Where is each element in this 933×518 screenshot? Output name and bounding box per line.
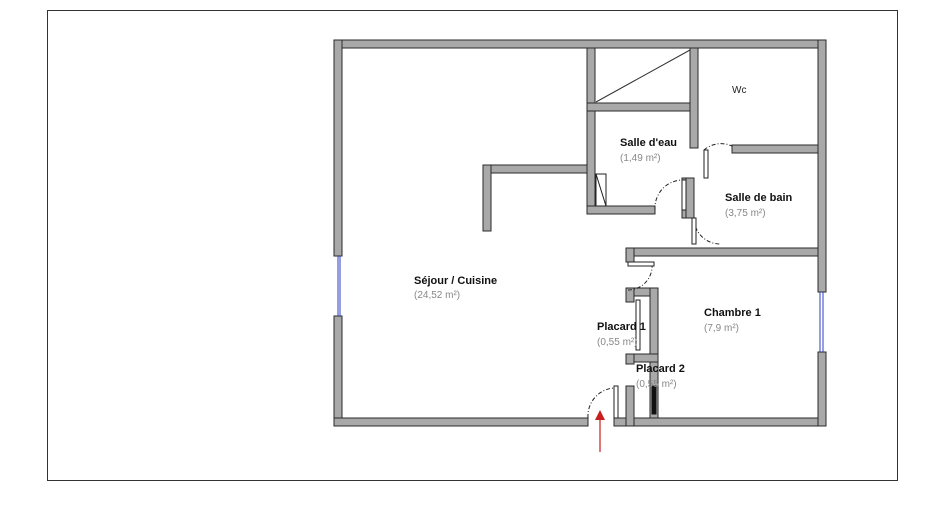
salle-bain-door-leaf <box>691 217 697 245</box>
label-salle-bain: Salle de bain <box>725 192 793 204</box>
wall-left-lower <box>333 315 343 427</box>
wc-door-leaf <box>703 149 709 179</box>
wall-wc-left <box>689 47 699 149</box>
entrance-arrow <box>595 410 605 452</box>
salle-eau-door-swing <box>654 179 685 211</box>
entrance-door-swing <box>587 387 615 419</box>
wall-sdb-left <box>685 177 695 219</box>
label-sejour: Séjour / Cuisine <box>414 275 497 287</box>
wall-storage-left <box>586 47 596 215</box>
wc-door-swing <box>703 143 733 151</box>
wall-placard-divider <box>649 287 659 419</box>
label-salle-eau: Salle d'eau <box>620 137 677 149</box>
wall-sdb-bottom-stub <box>625 247 635 263</box>
salle-bain-door-swing <box>693 217 721 245</box>
chambre-door-swing <box>627 263 653 291</box>
area-sejour: (24,52 m²) <box>414 290 460 301</box>
entrance-door-leaf <box>613 385 619 419</box>
area-chambre1: (7,9 m²) <box>704 323 739 334</box>
salle-eau-door-leaf <box>681 179 687 211</box>
room-labels: Séjour / Cuisine (24,52 m²) Salle d'eau … <box>414 85 793 390</box>
interior-walls <box>482 47 819 427</box>
wall-partition-horizontal <box>482 164 588 174</box>
outer-walls <box>333 39 827 427</box>
wall-wc-bottom <box>731 144 819 154</box>
wall-partition-vertical <box>482 164 492 232</box>
wall-bottom-right <box>613 417 827 427</box>
area-placard2: (0,55 m²) <box>636 379 677 390</box>
area-salle-eau: (1,49 m²) <box>620 153 661 164</box>
wall-top <box>333 39 827 49</box>
wall-left-upper <box>333 39 343 257</box>
wall-bottom-left <box>333 417 589 427</box>
plan-frame <box>47 10 898 481</box>
shower-diagonal <box>595 173 607 207</box>
label-wc: Wc <box>732 85 746 96</box>
wall-placard2-left <box>625 353 635 365</box>
area-placard1: (0,55 m²) <box>597 337 638 348</box>
wall-placard-left <box>625 287 635 303</box>
placard1-door <box>635 299 641 351</box>
storage-diagonal <box>595 49 691 103</box>
area-salle-bain: (3,75 m²) <box>725 208 766 219</box>
wall-entry-right <box>625 385 635 427</box>
wall-sdb-bottom <box>625 247 819 257</box>
wall-storage-bottom <box>586 102 698 112</box>
wall-right-lower <box>817 351 827 427</box>
windows <box>337 256 824 352</box>
label-placard1: Placard 1 <box>597 321 646 333</box>
label-placard2: Placard 2 <box>636 363 685 375</box>
wall-right-upper <box>817 39 827 293</box>
wall-salle-eau-bottom <box>586 205 656 215</box>
placard2-door <box>651 385 657 415</box>
chambre-door-leaf <box>627 261 655 267</box>
doors <box>587 143 733 419</box>
label-chambre1: Chambre 1 <box>704 307 761 319</box>
